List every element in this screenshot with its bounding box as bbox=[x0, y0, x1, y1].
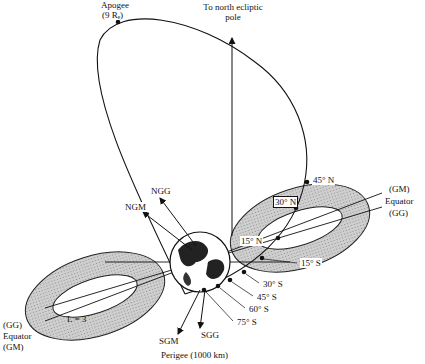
figure-label: 30° S bbox=[262, 279, 284, 289]
figure-label: Perigee (1000 km) bbox=[160, 350, 229, 360]
figure-label: To north ecliptic pole bbox=[200, 2, 266, 22]
figure-label: NGM bbox=[124, 202, 147, 212]
figure-label: 45° S bbox=[256, 292, 278, 302]
figure-label: SGM bbox=[158, 336, 180, 346]
figure-label: (GG) bbox=[388, 208, 409, 218]
shell-label: L = 3 bbox=[66, 314, 87, 324]
figure-label: 60° S bbox=[248, 304, 270, 314]
figure-label: 15° N bbox=[240, 236, 263, 246]
figure-label: 45° N bbox=[312, 175, 335, 185]
figure-label: 75° S bbox=[236, 317, 258, 327]
figure-label: (9 Rₑ) bbox=[101, 10, 124, 20]
figure-label: (GM) bbox=[2, 342, 25, 352]
figure-label: Apogee bbox=[100, 0, 130, 10]
figure-label: 15° S bbox=[300, 258, 322, 268]
figure-label: NGG bbox=[150, 186, 172, 196]
figure-label: Equator bbox=[384, 196, 415, 206]
figure-label: (GM) bbox=[388, 184, 411, 194]
figure-label: 30° N bbox=[273, 196, 298, 208]
figure-label: (GG) bbox=[2, 320, 23, 330]
figure-label: SGG bbox=[200, 330, 220, 340]
figure-label: Equator bbox=[2, 331, 33, 341]
